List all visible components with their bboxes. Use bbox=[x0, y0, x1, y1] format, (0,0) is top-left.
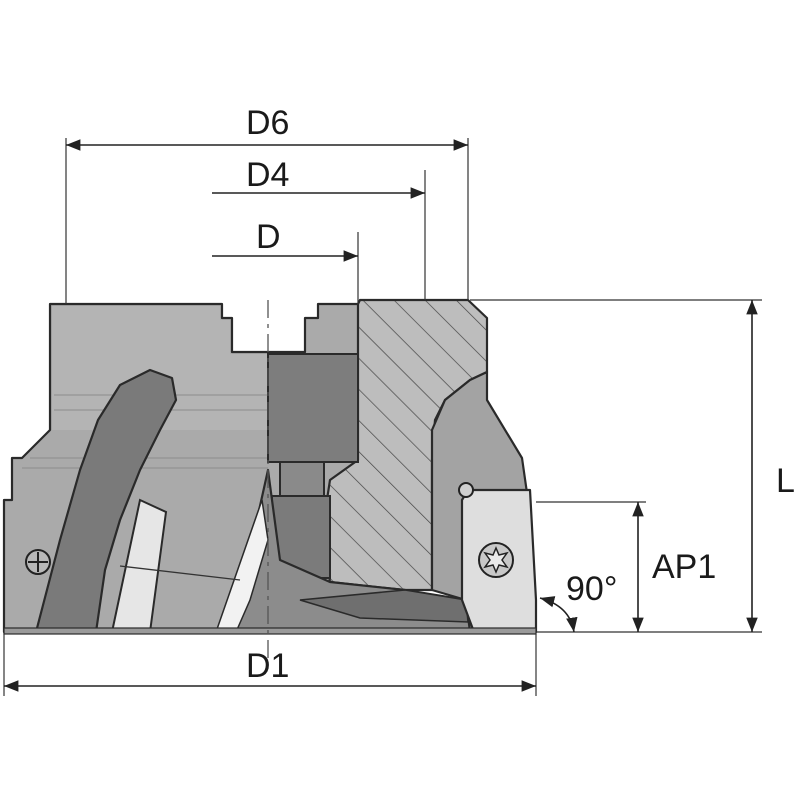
bore-neck bbox=[279, 461, 325, 497]
dimension-angle: 90° bbox=[539, 570, 617, 633]
label-d1: D1 bbox=[246, 647, 289, 685]
dimension-d: D bbox=[212, 218, 359, 304]
dimension-ap1: AP1 bbox=[536, 501, 716, 632]
insert-pin bbox=[458, 482, 474, 498]
dimension-d6: D6 bbox=[65, 104, 469, 304]
coolant-channel-hook bbox=[34, 368, 178, 634]
label-d6: D6 bbox=[246, 104, 289, 142]
label-ap1: AP1 bbox=[652, 548, 716, 586]
body-bottom-edge bbox=[3, 627, 537, 635]
dimension-d1: D1 bbox=[3, 632, 537, 696]
torx-screw-icon bbox=[478, 542, 514, 578]
label-d4: D4 bbox=[246, 156, 289, 194]
circle-cross-screw-icon bbox=[25, 549, 51, 575]
dimension-d4: D4 bbox=[212, 156, 426, 300]
central-bore bbox=[267, 353, 359, 463]
label-d: D bbox=[256, 218, 281, 256]
left-hint-line bbox=[119, 565, 241, 581]
label-angle: 90° bbox=[566, 570, 617, 608]
label-l: L bbox=[776, 462, 795, 500]
body-top-band bbox=[52, 306, 268, 430]
cutter-body bbox=[2, 298, 538, 635]
